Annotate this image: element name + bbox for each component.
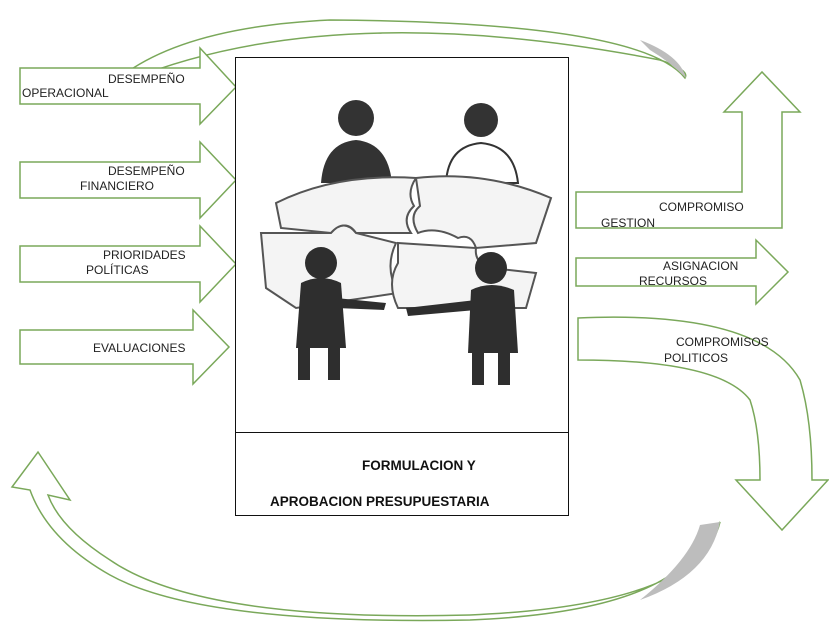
output-label-gestion-2: GESTION	[601, 216, 656, 230]
output-label-politicos-1: COMPROMISOS	[676, 335, 769, 349]
puzzle-pieces	[259, 175, 553, 310]
output-label-recursos-1: ASIGNACION	[663, 259, 739, 273]
input-label-evaluaciones: EVALUACIONES	[93, 341, 186, 355]
input-label-financiero-2: FINANCIERO	[80, 179, 155, 193]
input-arrow-operacional	[19, 46, 238, 126]
output-label-politicos-2: POLITICOS	[664, 351, 729, 365]
center-caption-box	[235, 433, 569, 516]
output-arrow-gestion	[575, 70, 802, 229]
input-arrow-politicas	[19, 224, 238, 304]
person-top-left	[321, 100, 392, 183]
puzzle-people-illustration	[259, 100, 553, 385]
output-arrow-recursos	[575, 238, 790, 306]
center-title-line2: APROBACION PRESUPUESTARIA	[270, 494, 490, 509]
person-top-right	[444, 103, 520, 184]
person-bottom-right	[406, 252, 518, 385]
output-label-recursos-2: RECURSOS	[639, 274, 708, 288]
input-label-politicas-2: POLÍTICAS	[86, 263, 149, 277]
input-arrow-financiero	[19, 140, 238, 220]
center-title-line1: FORMULACION Y	[362, 458, 476, 473]
person-bottom-left	[296, 247, 386, 380]
input-label-operacional-1: DESEMPEÑO	[108, 72, 185, 86]
output-arrow-politicos	[577, 316, 829, 532]
center-illustration-box	[235, 57, 569, 433]
top-feedback-arrow	[84, 19, 687, 101]
output-label-gestion-1: COMPROMISO	[659, 200, 744, 214]
input-arrow-evaluaciones	[19, 308, 231, 386]
input-label-politicas-1: PRIORIDADES	[103, 248, 186, 262]
input-label-operacional-2: OPERACIONAL	[22, 86, 109, 100]
bottom-feedback-arrow	[10, 450, 721, 622]
input-label-financiero-1: DESEMPEÑO	[108, 164, 185, 178]
